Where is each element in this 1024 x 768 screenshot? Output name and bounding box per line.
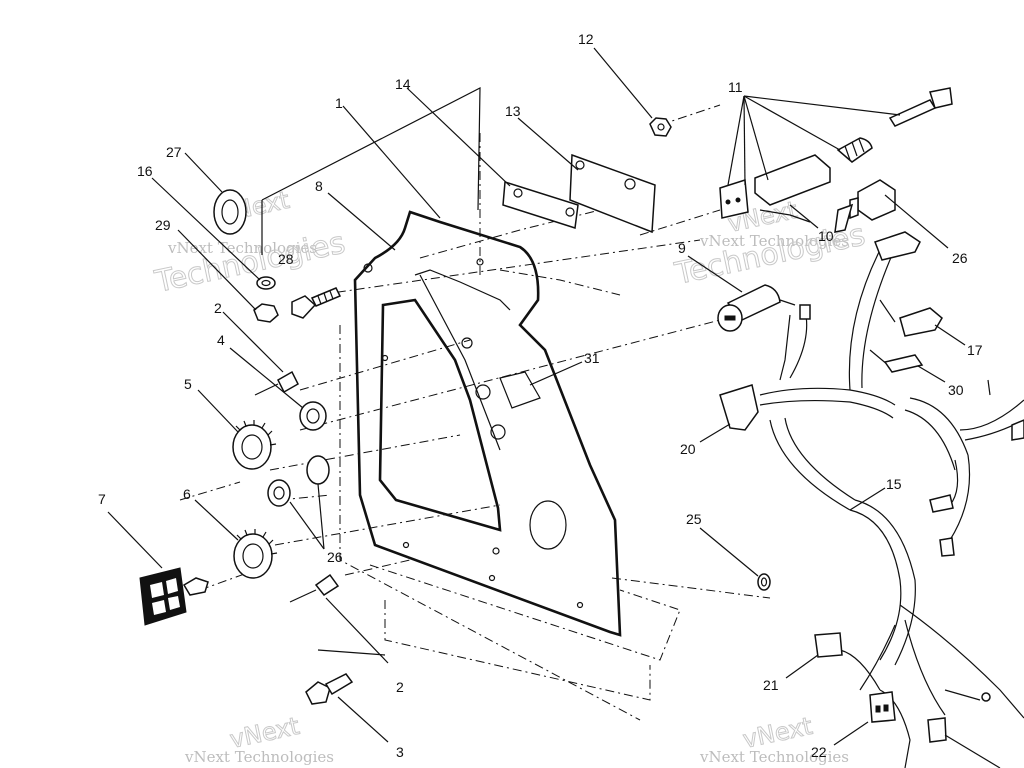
key-switch-9 xyxy=(717,284,796,332)
svg-text:vNext Technologies: vNext Technologies xyxy=(167,239,317,257)
callout-2-lower: 2 xyxy=(396,679,404,695)
callout-7: 7 xyxy=(98,491,106,507)
switch-assembly xyxy=(719,87,953,223)
callout-28: 28 xyxy=(278,251,294,267)
svg-text:vNext Technologies: vNext Technologies xyxy=(184,748,334,766)
main-panel xyxy=(353,210,622,637)
hex-nut-12 xyxy=(649,117,672,137)
watermark-left: vNext vNext Technologies Technologies xyxy=(151,185,349,301)
callout-4: 4 xyxy=(217,332,225,348)
callout-22: 22 xyxy=(811,744,827,760)
callout-12: 12 xyxy=(578,31,594,47)
callout-9: 9 xyxy=(678,240,686,256)
connector-21 xyxy=(814,632,843,658)
connector-upper xyxy=(874,231,921,261)
callout-16: 16 xyxy=(137,163,153,179)
watermark-bottom-left: vNext vNext Technologies xyxy=(184,711,334,766)
callout-10: 10 xyxy=(818,228,834,244)
assembly-lines xyxy=(179,87,721,656)
svg-text:Technologies: Technologies xyxy=(151,226,348,301)
callout-31: 31 xyxy=(584,350,600,366)
callout-5: 5 xyxy=(184,376,192,392)
callout-20: 20 xyxy=(680,441,696,457)
hardware-left xyxy=(139,189,354,705)
connectors xyxy=(719,231,1024,743)
callout-8: 8 xyxy=(315,178,323,194)
callout-2-upper: 2 xyxy=(214,300,222,316)
washer-25 xyxy=(757,573,771,591)
svg-text:vNext Technologies: vNext Technologies xyxy=(699,232,849,250)
callout-1: 1 xyxy=(335,95,343,111)
callout-15: 15 xyxy=(886,476,902,492)
toggle-switch xyxy=(834,179,896,233)
callout-26-lower: 26 xyxy=(327,549,343,565)
svg-text:vNext Technologies: vNext Technologies xyxy=(699,748,849,766)
wiring-harness xyxy=(759,249,1024,768)
connector-20 xyxy=(719,384,759,431)
callout-3: 3 xyxy=(396,744,404,760)
leader-lines xyxy=(107,47,1001,768)
mounting-bracket xyxy=(502,153,656,234)
connector-30 xyxy=(883,354,924,373)
callout-25: 25 xyxy=(686,511,702,527)
console-frame xyxy=(339,130,771,721)
callout-21: 21 xyxy=(763,677,779,693)
callout-29: 29 xyxy=(155,217,171,233)
callout-30: 30 xyxy=(948,382,964,398)
connector-22 xyxy=(869,691,896,723)
connector-17 xyxy=(899,307,943,337)
callout-14: 14 xyxy=(395,76,411,92)
callout-numbers: 1 2 2 3 4 5 6 7 8 9 10 11 12 13 14 15 16… xyxy=(98,31,983,760)
callout-13: 13 xyxy=(505,103,521,119)
callout-11: 11 xyxy=(728,79,743,95)
callout-17: 17 xyxy=(967,342,983,358)
callout-26-upper: 26 xyxy=(952,250,968,266)
callout-27: 27 xyxy=(166,144,182,160)
callout-6: 6 xyxy=(183,486,191,502)
